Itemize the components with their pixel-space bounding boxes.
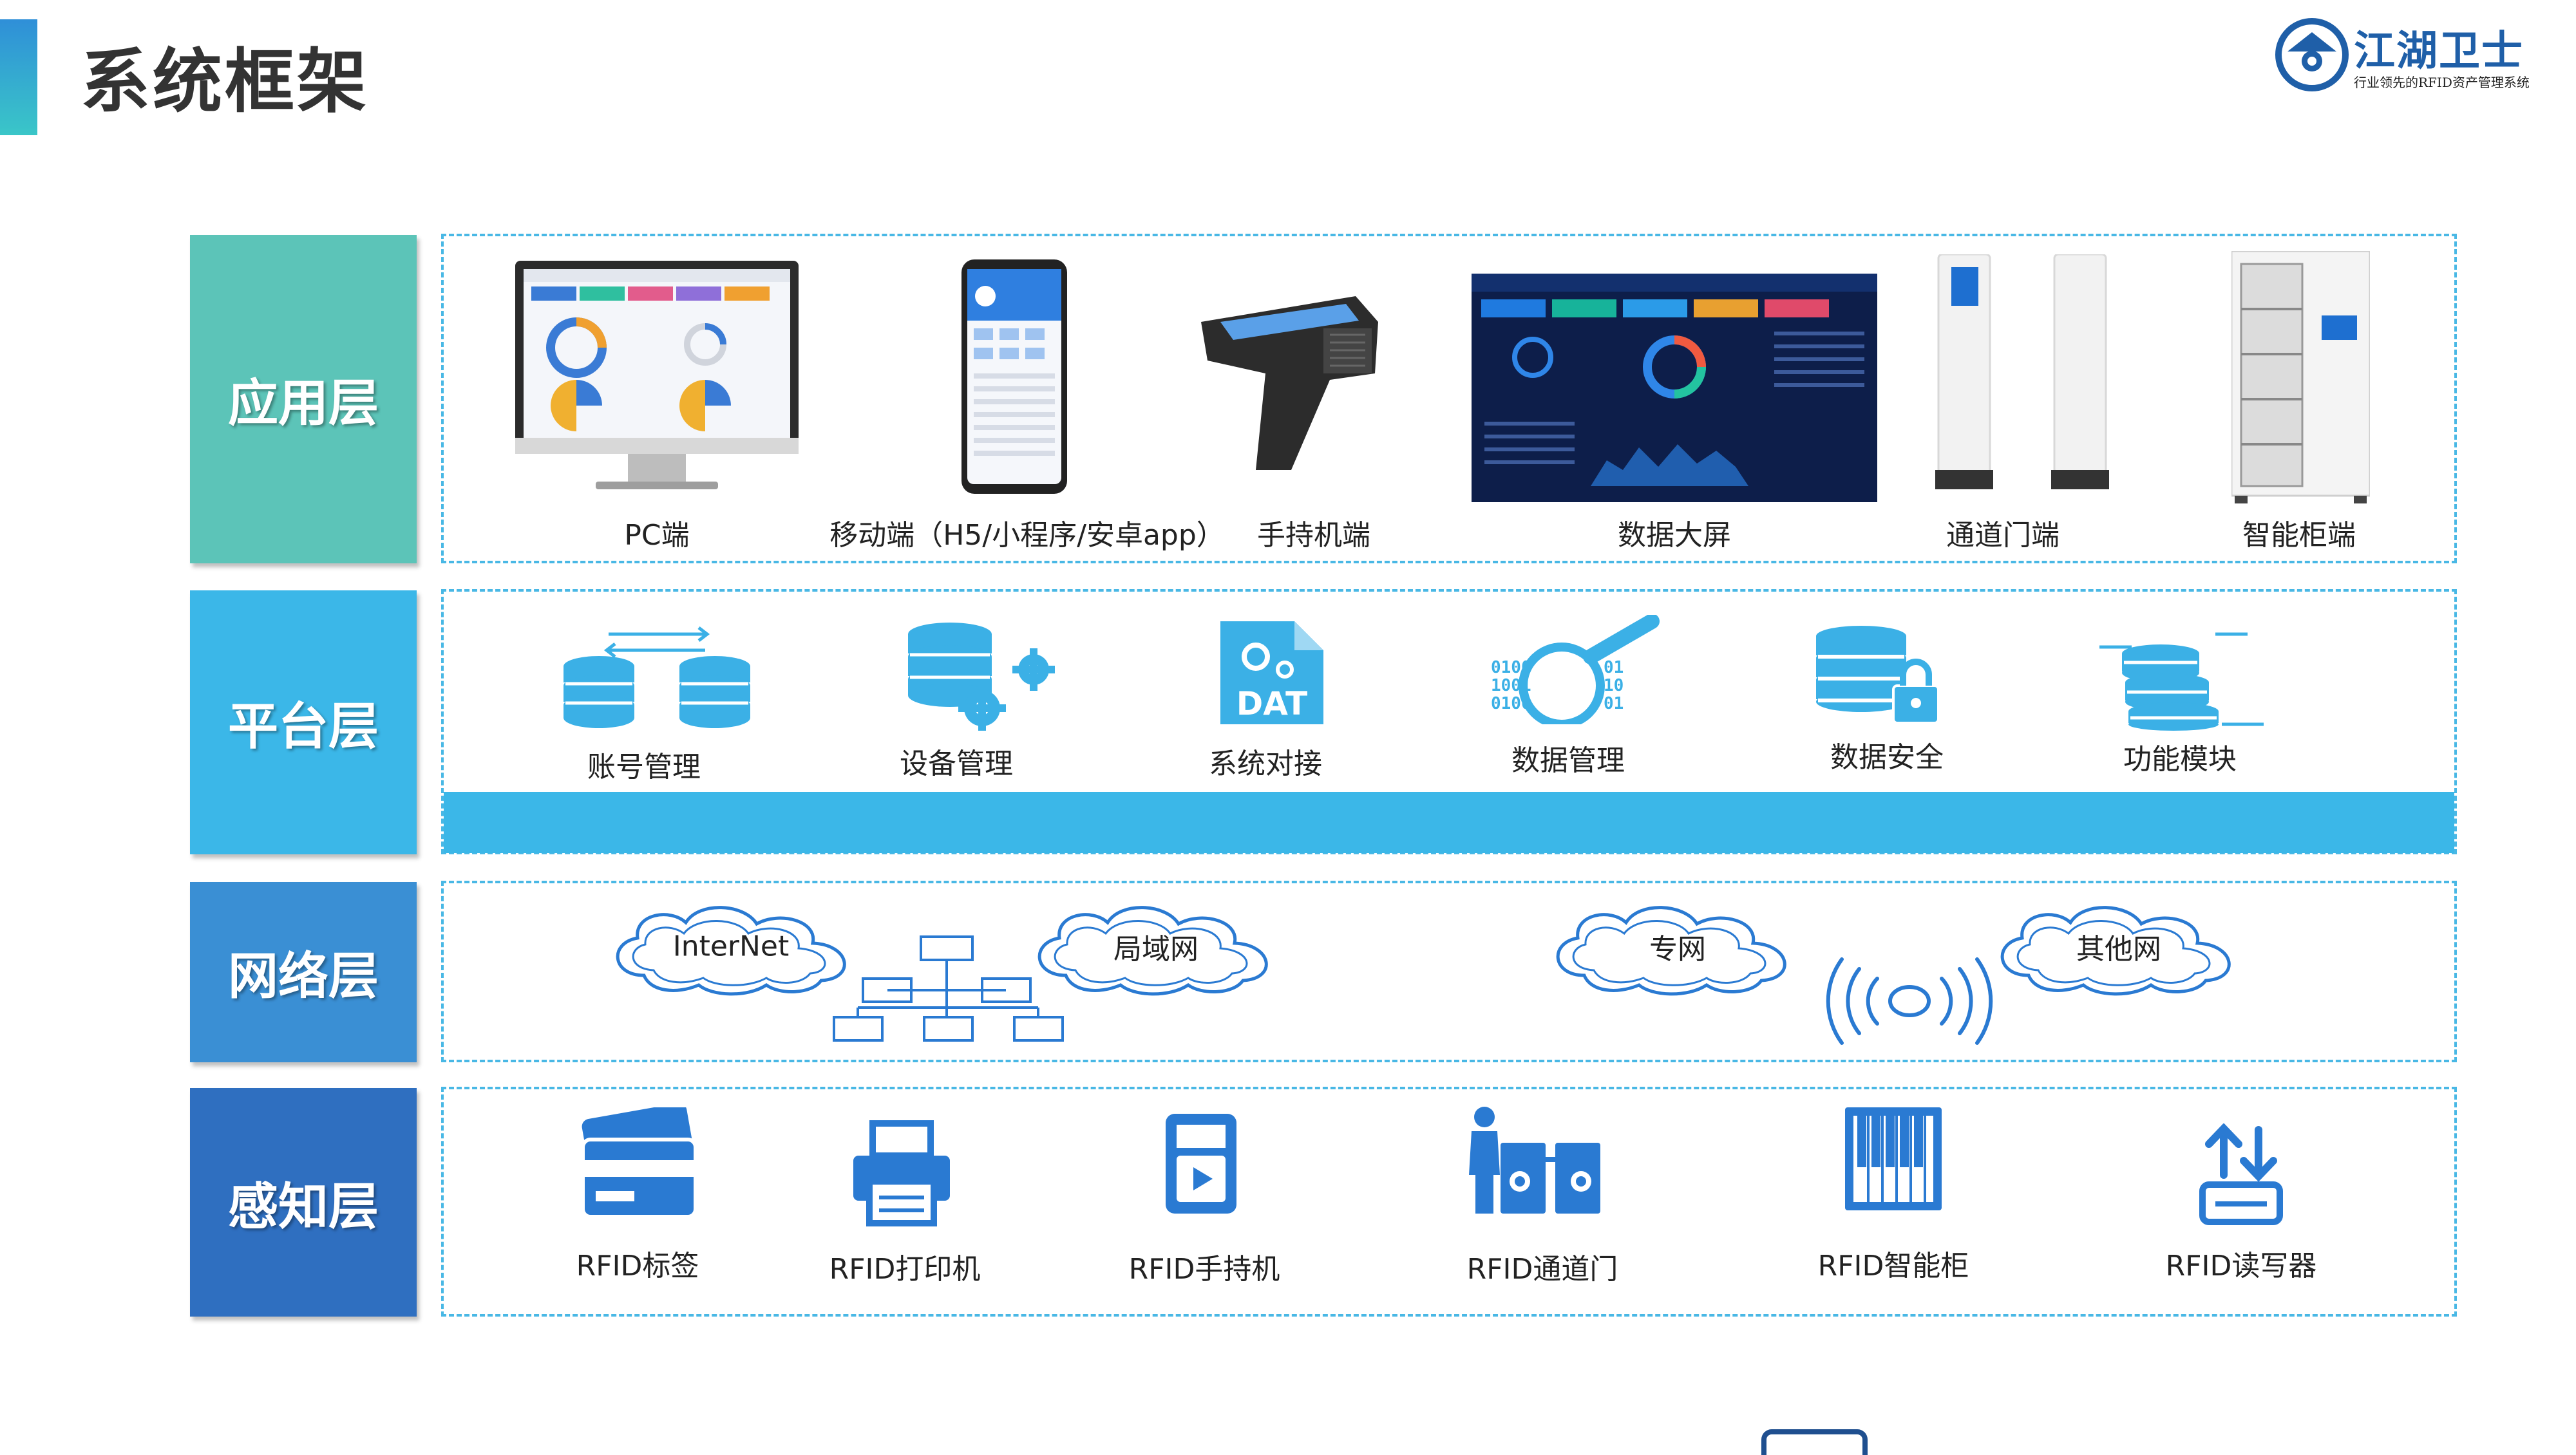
logo-brand-text: 江湖卫士: [2354, 28, 2524, 75]
dat-label: DAT: [1236, 685, 1307, 722]
network-layer-panel: [441, 881, 2457, 1062]
printer-icon: [853, 1120, 950, 1226]
platform-layer-panel: [441, 589, 2457, 854]
network-item-label: 专网: [1649, 933, 1706, 966]
app-item-label: 移动端（H5/小程序/安卓app）: [829, 519, 1225, 552]
partial-device-icon: [1761, 1429, 1868, 1455]
app-item-label: 数据大屏: [1618, 519, 1731, 552]
dashboard-screen-icon: [1472, 274, 1877, 502]
svg-text:10: 10: [1604, 676, 1624, 695]
layer-label-perception: 感知层: [190, 1088, 417, 1317]
perception-layer-panel: [441, 1087, 2457, 1317]
layer-label-application: 应用层: [190, 235, 417, 563]
gate-icon: [1935, 254, 2109, 489]
application-layer-panel: [441, 234, 2457, 563]
monitor-icon: [515, 261, 799, 489]
turnstile-icon: [1469, 1107, 1600, 1214]
perception-item-label: RFID打印机: [829, 1253, 981, 1286]
layer-label-platform: 平台层: [190, 590, 417, 854]
smartphone-icon: [961, 259, 1067, 494]
platform-item-label: 功能模块: [2123, 743, 2237, 776]
platform-item-label: 数据管理: [1511, 744, 1625, 777]
page-title: 系统框架: [80, 42, 370, 122]
account-sync-icon: [564, 626, 750, 728]
perception-item-label: RFID手持机: [1128, 1253, 1280, 1286]
svg-text:01: 01: [1604, 658, 1624, 677]
internet-cloud-icon: [616, 906, 846, 996]
network-item-label: InterNet: [672, 930, 790, 963]
lan-cloud-icon: [1037, 906, 1268, 996]
reader-icon: [2199, 1123, 2283, 1225]
handheld-icon: [1166, 1114, 1236, 1214]
cabinet-icon: [2231, 251, 2370, 503]
logo-tagline: 行业领先的RFID资产管理系统: [2354, 75, 2530, 90]
app-item-label: 通道门端: [1946, 519, 2060, 552]
smart-cabinet-icon: [1845, 1107, 1942, 1210]
logo-emblem-icon: [2275, 18, 2349, 91]
perception-item-label: RFID智能柜: [1817, 1250, 1969, 1282]
platform-item-label: 系统对接: [1209, 747, 1322, 780]
other-network-cloud-icon: [2000, 906, 2231, 996]
network-topology-icon: [833, 935, 1064, 1042]
handheld-scanner-icon: [1201, 296, 1378, 470]
dat-file-icon: DAT: [1220, 621, 1323, 724]
svg-text:01: 01: [1604, 694, 1624, 713]
perception-item-label: RFID通道门: [1466, 1253, 1618, 1286]
platform-item-label: 账号管理: [587, 751, 701, 784]
private-network-cloud-icon: [1556, 906, 1786, 996]
network-item-label: 其他网: [2076, 933, 2161, 966]
title-accent-bar: [0, 19, 37, 135]
app-item-label: 手持机端: [1257, 519, 1370, 552]
device-gear-icon: [908, 623, 1055, 731]
brand-logo: 江湖卫士 行业领先的RFID资产管理系统: [2273, 13, 2557, 97]
network-item-label: 局域网: [1113, 933, 1198, 966]
wireless-signal-icon: [1826, 957, 1993, 1045]
rfid-card-icon: [581, 1107, 697, 1219]
database-lock-icon: [1816, 626, 1940, 724]
platform-item-label: 数据安全: [1830, 741, 1944, 774]
app-item-label: PC端: [624, 519, 690, 552]
platform-item-label: 设备管理: [900, 747, 1013, 780]
perception-item-label: RFID标签: [576, 1250, 699, 1282]
perception-item-label: RFID读写器: [2165, 1250, 2317, 1282]
module-stack-icon: [2099, 632, 2264, 731]
layer-label-network: 网络层: [190, 882, 417, 1062]
app-item-label: 智能柜端: [2242, 519, 2356, 552]
platform-base-bar: [444, 792, 2454, 853]
